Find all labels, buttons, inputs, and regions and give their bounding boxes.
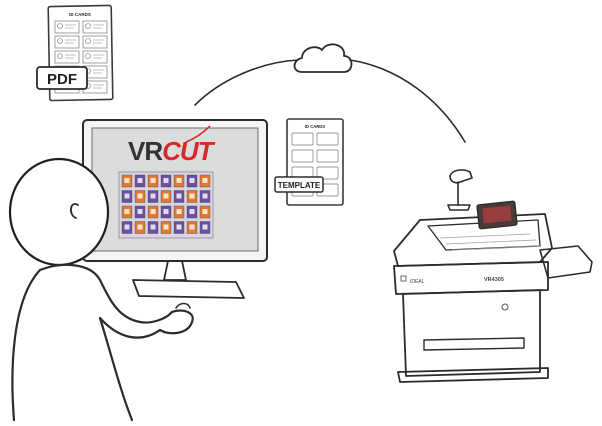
sheet-card-photo xyxy=(137,224,143,230)
sheet-card-photo xyxy=(189,193,195,199)
connection-arc-left xyxy=(194,59,299,106)
barcode-scanner-icon xyxy=(447,169,473,211)
sheet-card-photo xyxy=(202,178,208,183)
pdf-card xyxy=(82,35,108,49)
pdf-card-avatar-icon xyxy=(85,23,91,29)
sheet-card-photo xyxy=(176,193,182,199)
vrcut-logo: VRCUT xyxy=(128,136,216,166)
pdf-badge-label: PDF xyxy=(47,71,77,88)
pdf-card-avatar-icon xyxy=(85,38,91,44)
person-thumb xyxy=(175,302,191,309)
template-card-slot xyxy=(291,149,314,163)
connection-arc-right xyxy=(349,59,466,143)
vrcut-logo-prefix: VR xyxy=(128,136,163,166)
monitor-base xyxy=(132,279,245,299)
person-ear xyxy=(70,203,79,219)
sheet-card-photo xyxy=(202,193,208,199)
pdf-card-avatar-icon xyxy=(57,38,63,44)
cutter-lock-icon xyxy=(501,303,509,311)
person-body xyxy=(11,263,174,422)
cutter-table-hatch xyxy=(439,233,541,251)
template-header-text: ID CARDS xyxy=(305,124,325,129)
template-badge-label: TEMPLATE xyxy=(278,181,321,190)
cutter-front-panel xyxy=(393,261,549,295)
sheet-card-photo xyxy=(163,224,169,230)
person-torso-front xyxy=(98,316,134,422)
sheet-card-photo xyxy=(176,178,182,183)
sheet-card-photo xyxy=(137,209,143,214)
person-hand xyxy=(158,309,194,335)
pdf-card xyxy=(54,20,80,34)
sheet-card-photo xyxy=(189,178,195,183)
sheet-card-photo xyxy=(137,178,143,183)
cutter-model-label: VR4305 xyxy=(484,277,504,283)
sheet-card-photo xyxy=(124,209,130,214)
monitor-stand xyxy=(163,260,187,281)
sheet-card-photo xyxy=(163,178,169,183)
sheet-card-photo xyxy=(150,209,156,214)
person-arm-lower xyxy=(98,316,162,339)
sheet-card-photo xyxy=(150,178,156,183)
pdf-card-avatar-icon xyxy=(57,23,63,29)
cutter-side-label: IDEAL xyxy=(410,279,425,285)
template-card-grid xyxy=(291,132,339,197)
template-card-slot xyxy=(316,149,339,163)
pdf-card-avatar-icon xyxy=(57,53,63,59)
person-figure xyxy=(8,157,194,422)
sheet-card-photo xyxy=(202,224,208,230)
control-screen-display xyxy=(482,205,512,224)
cutter-power-switch xyxy=(400,275,407,282)
sheet-card-photo xyxy=(124,193,130,199)
sheet-card-photo xyxy=(124,224,130,230)
sheet-card-photo xyxy=(124,178,130,183)
pdf-card-grid xyxy=(54,20,108,94)
template-card-slot xyxy=(291,132,314,146)
sheet-card-photo xyxy=(150,193,156,199)
pdf-badge xyxy=(36,66,88,90)
sheet-card-photo xyxy=(163,209,169,214)
sheet-card-photo xyxy=(163,193,169,199)
sheet-card-photo xyxy=(176,209,182,214)
person-head xyxy=(8,157,110,267)
pdf-document: ID CARDS PDF xyxy=(36,4,114,102)
cutter-side-table xyxy=(539,245,593,279)
print-sheet-cards xyxy=(121,174,211,234)
template-card-slot xyxy=(316,132,339,146)
sheet-card-photo xyxy=(176,224,182,230)
template-card-slot xyxy=(316,166,339,180)
template-badge xyxy=(274,176,324,193)
cloud-icon xyxy=(293,43,353,73)
template-document: ID CARDS TEMPLATE xyxy=(274,118,344,206)
sheet-card-photo xyxy=(202,209,208,214)
monitor: VRCUT xyxy=(82,119,268,299)
cutter-base xyxy=(397,367,549,383)
vrcut-logo-swoosh xyxy=(185,125,211,143)
guillotine-cutter: IDEAL VR4305 xyxy=(393,200,593,383)
pdf-card xyxy=(54,35,80,49)
pdf-card xyxy=(82,50,108,64)
cutter-cabinet xyxy=(402,289,541,377)
pdf-header-text: ID CARDS xyxy=(69,12,91,17)
sheet-card-photo xyxy=(189,224,195,230)
sheet-card-photo xyxy=(150,224,156,230)
sheet-card-photo xyxy=(137,193,143,199)
pdf-card xyxy=(82,20,108,34)
cutter-cabinet-shelf xyxy=(423,337,525,351)
pdf-card-avatar-icon xyxy=(85,53,91,59)
pdf-card xyxy=(54,50,80,64)
sheet-card-photo xyxy=(189,209,195,214)
